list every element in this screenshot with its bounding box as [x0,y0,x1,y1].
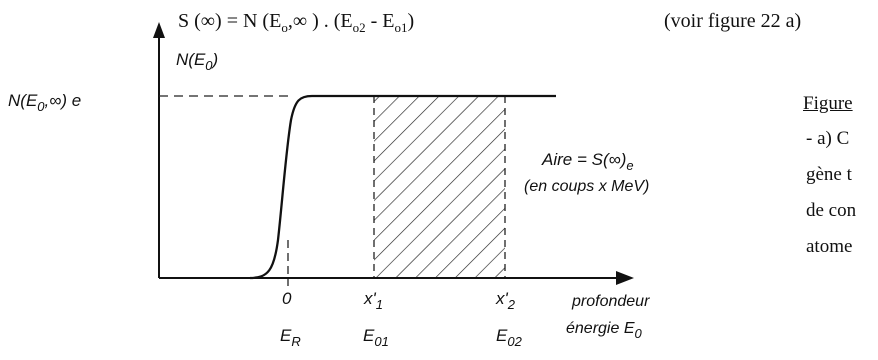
formula-lhs: S (∞) = N (E [178,10,282,32]
tick-zero: 0 [282,289,292,308]
y-axis-arrow [153,22,165,38]
formula-line: S (∞) = N (Eo,∞ ) . (Eo2 - Eo1) [178,10,414,36]
formula-sub-o: o [281,20,288,35]
x-axis-label-line2: énergie E0 [566,320,642,341]
formula-minus: - E [365,10,395,32]
figure-reference: (voir figure 22 a) [664,10,802,32]
area-label-sub: e [626,158,634,173]
level-label-main: N(E [8,91,38,110]
level-label-sub: 0 [37,99,45,114]
tick-er-main: E [280,326,292,345]
tick-er: ER [280,326,301,349]
tick-x2-main: x' [496,289,508,308]
tick-x1-sub: 1 [375,297,383,312]
x-axis-label-line1: profondeur [572,293,650,310]
tick-x1-main: x' [364,289,376,308]
tick-x1: x'1 [364,289,383,312]
y-axis-label-sub: 0 [205,58,213,73]
x-axis-label-line2-sub: 0 [634,326,642,341]
side-line-4: atome [806,236,853,257]
formula-sub-o2: o2 [352,20,366,35]
side-line-2: gène t [806,164,852,185]
tick-e02-sub: 02 [507,334,522,349]
formula-mid: ,∞ ) . (E [287,10,353,32]
side-line-3: de con [806,200,857,221]
tick-er-sub: R [291,334,301,349]
area-label: Aire = S(∞)e [542,150,634,173]
saturation-level-label: N(E0,∞) e [8,91,81,114]
tick-x2-sub: 2 [507,297,515,312]
level-label-rest: ,∞) e [44,91,82,110]
tick-e02-main: E [496,326,508,345]
formula-close: ) [407,10,415,32]
area-label-main: Aire = S(∞) [542,150,627,169]
y-axis-label-main: N(E [176,50,206,69]
tick-x2: x'2 [496,289,515,312]
y-axis-label: N(E0) [176,50,218,73]
side-heading: Figure [803,93,853,114]
x-axis-arrow [616,271,634,285]
area-units: (en coups x MeV) [524,178,650,195]
tick-e02: E02 [496,326,522,349]
hatched-area [374,96,505,278]
tick-e01: E01 [363,326,389,349]
sigmoid-curve [249,94,556,280]
tick-e01-main: E [363,326,375,345]
side-line-1: - a) C [806,128,850,149]
tick-e01-sub: 01 [374,334,389,349]
formula-sub-o1: o1 [394,20,408,35]
x-axis-label-line2-main: énergie E [566,320,635,337]
y-axis-label-end: ) [212,50,219,69]
